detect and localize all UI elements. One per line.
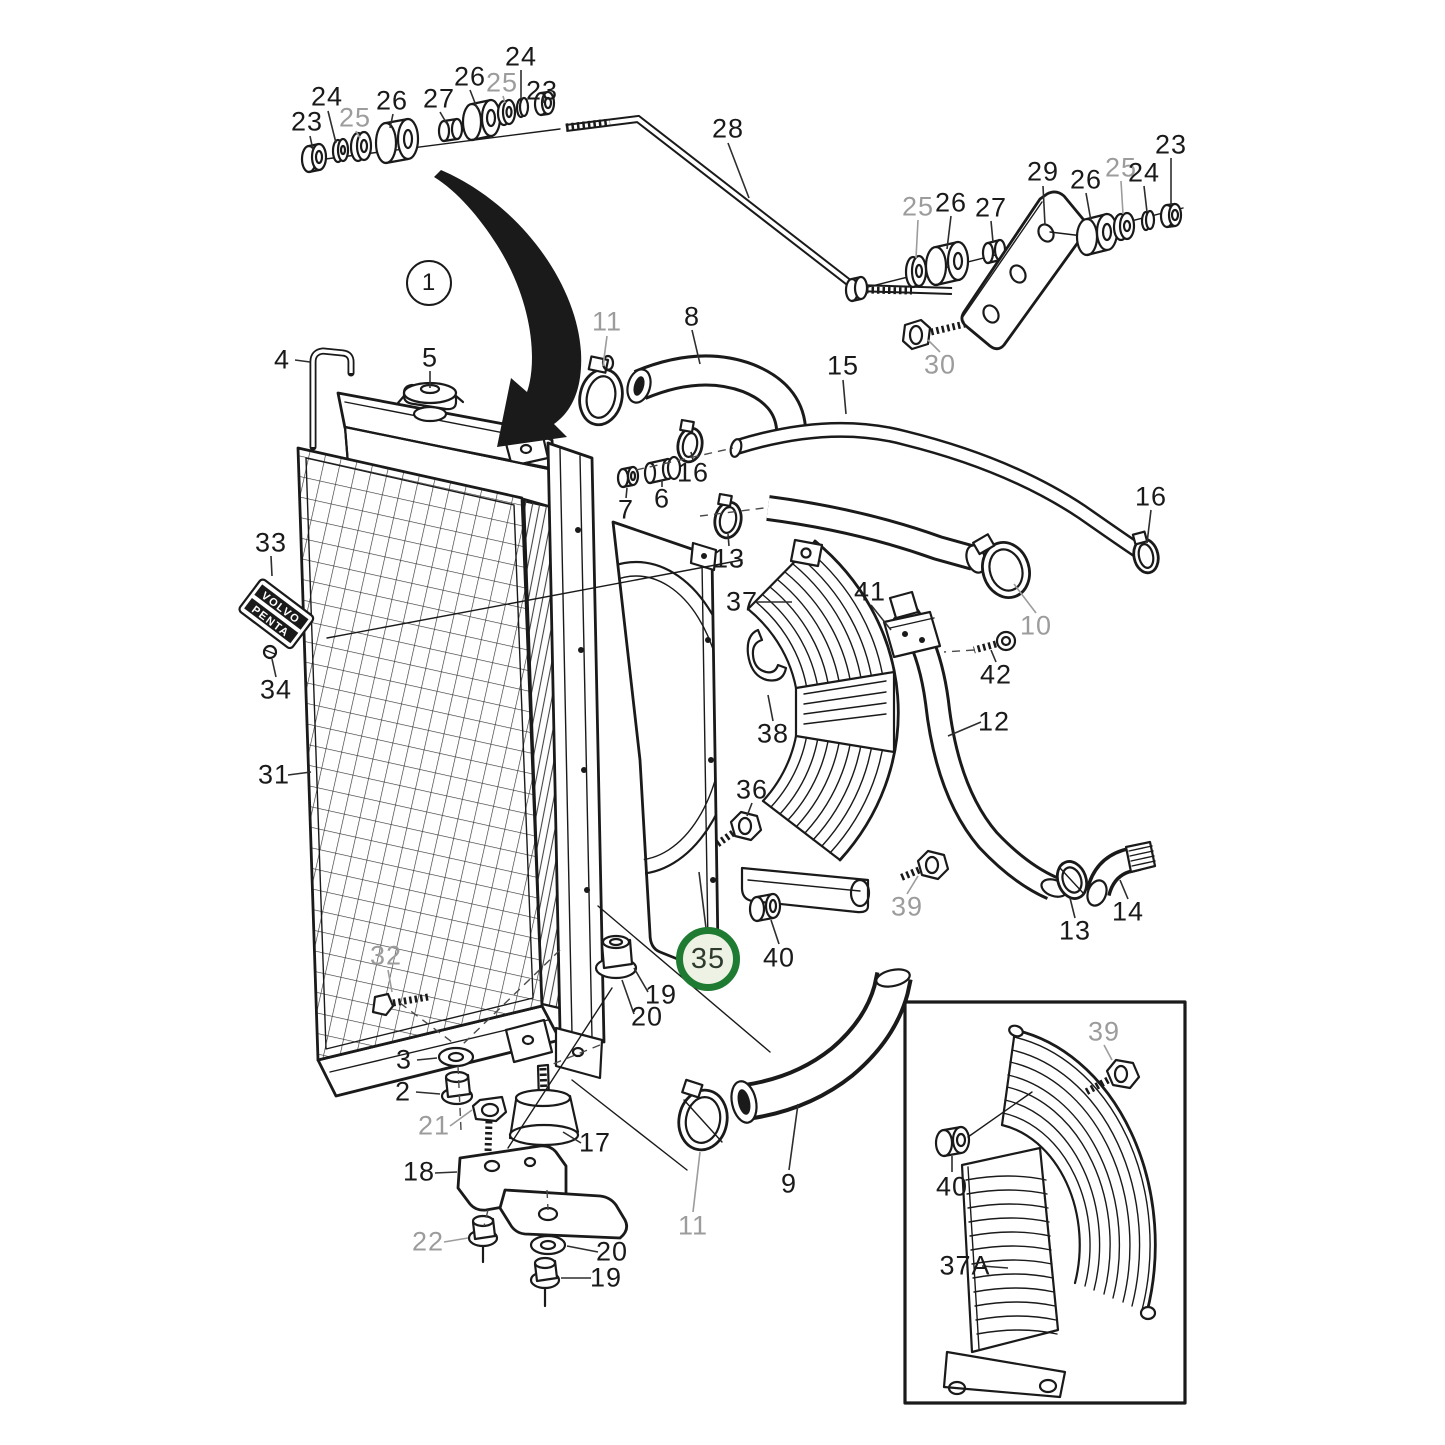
bracket-18 (456, 1144, 629, 1240)
nut-22 (467, 1214, 499, 1264)
rubber-mount-17 (508, 1063, 580, 1185)
washer-20-lower (529, 1234, 567, 1256)
upper-hoses (578, 354, 1160, 907)
fastener-stack-right (844, 190, 1184, 351)
fan-guard-37A (942, 1024, 1157, 1399)
radiator-grille (296, 446, 544, 1062)
bolt-39-inset (1084, 1058, 1141, 1096)
radiator-body (309, 347, 606, 1098)
bracket-29 (960, 190, 1088, 351)
hose-clamp-16-right (1131, 530, 1160, 575)
hose-clamp-11-top (578, 354, 624, 427)
fan-guard (740, 538, 900, 914)
hose-clamp-13-right (1055, 860, 1089, 900)
nut-7 (616, 465, 640, 489)
retainer-clip (746, 628, 788, 682)
hose-clamp-11-bottom (677, 1078, 729, 1152)
pointer-arrow (434, 170, 582, 447)
badge-screw (262, 644, 278, 660)
washer-3 (437, 1046, 475, 1068)
bolt-36 (713, 810, 763, 848)
fastener-stack-left (300, 90, 556, 174)
inset-box (903, 1000, 1187, 1405)
elbow-fitting-14 (1085, 840, 1157, 907)
spacer-40-main (748, 892, 782, 923)
hose-clamp-16-mid (676, 418, 704, 464)
lower-hose-9 (677, 968, 913, 1152)
hose-clamp-10 (971, 533, 1031, 599)
fitting-6 (643, 455, 682, 485)
screw-42 (973, 630, 1017, 654)
bolt-30 (901, 318, 966, 351)
nut-19-lower (529, 1256, 561, 1308)
nut-washer-19-20-upper (594, 934, 638, 980)
bolt-21 (471, 1095, 508, 1153)
bolt-32 (371, 992, 429, 1017)
leader-lines (270, 70, 1172, 1279)
spacer-40-inset (934, 1125, 971, 1158)
nut-2 (440, 1070, 474, 1106)
hose-bracket-41 (882, 590, 942, 659)
bolt-39-main (898, 849, 950, 882)
hose-clamp-13-mid (713, 492, 743, 540)
